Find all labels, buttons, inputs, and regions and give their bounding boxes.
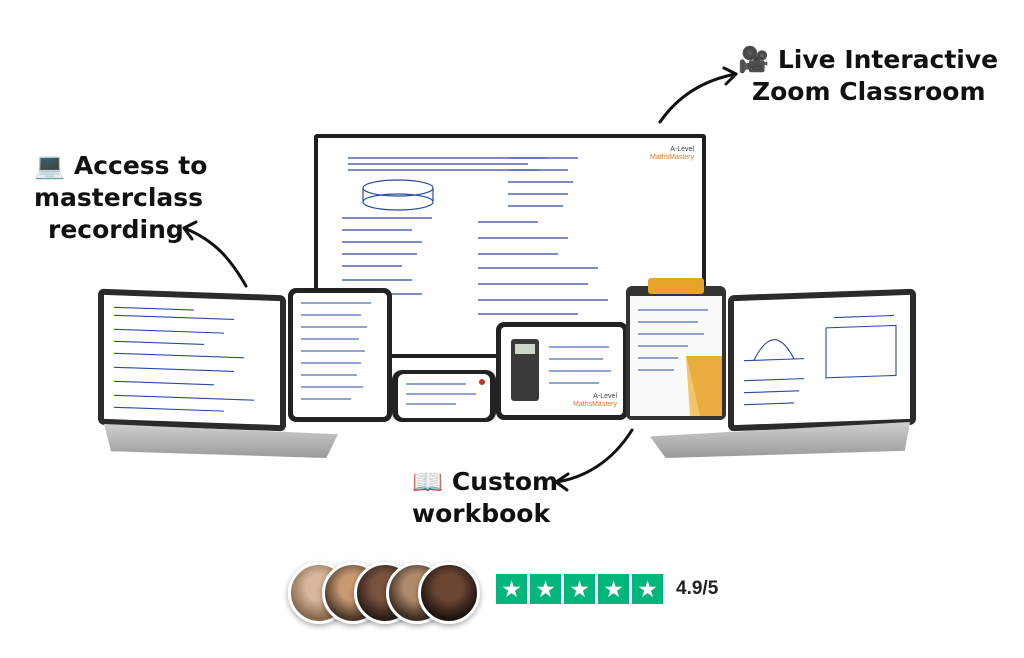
phone-scribbles — [406, 379, 485, 405]
rating-score: 4.9/5 — [676, 578, 719, 599]
workbook-page — [630, 296, 722, 416]
phone — [392, 370, 496, 422]
callout-zoom-line2: Zoom Classroom — [752, 77, 986, 106]
tablet-calculator-scribbles — [549, 346, 611, 384]
callout-custom-workbook: 📖 Custom workbook — [412, 466, 558, 530]
student-avatar-5 — [418, 562, 480, 624]
right-laptop-screen — [734, 294, 910, 426]
tablet-left-scribbles — [301, 302, 371, 400]
callout-recording-line3: recording — [48, 215, 184, 244]
arrow-to-recording — [182, 226, 248, 288]
star-icon: ★ — [598, 574, 629, 604]
whiteboard-scribbles — [342, 157, 608, 315]
calculator-icon — [511, 339, 539, 401]
callout-workbook-line1: Custom — [451, 467, 559, 496]
star-icon: ★ — [632, 574, 663, 604]
phone-screen — [398, 374, 490, 418]
whiteboard-brand: A-Level MathsMastery — [650, 146, 694, 161]
left-laptop-screen — [104, 294, 280, 426]
tablet-calculator: A-Level MathsMastery — [496, 322, 628, 420]
callout-zoom-line1: Live Interactive — [777, 45, 999, 74]
callout-workbook-line2: workbook — [412, 499, 551, 528]
right-laptop-scribbles — [744, 314, 897, 406]
callout-zoom-classroom: 🎥 Live Interactive Zoom Classroom — [738, 44, 998, 108]
clipboard-clip — [648, 278, 704, 294]
callout-recording-line2: masterclass — [34, 183, 204, 212]
star-icon: ★ — [496, 574, 527, 604]
callout-masterclass-recording: 💻 Access to masterclass recording — [34, 150, 207, 246]
callout-recording-line1: Access to — [73, 151, 208, 180]
left-laptop-scribbles — [114, 306, 254, 412]
laptop-icon: 💻 — [34, 151, 66, 180]
tablet-calculator-screen: A-Level MathsMastery — [501, 327, 623, 415]
star-icon: ★ — [530, 574, 561, 604]
open-book-icon: 📖 — [412, 467, 444, 496]
tablet-brand: A-Level MathsMastery — [573, 393, 617, 408]
workbook-scribbles — [638, 309, 722, 416]
left-laptop — [98, 288, 286, 432]
workbook-clipboard — [626, 278, 726, 420]
tablet-left-screen — [293, 293, 387, 417]
tablet-left — [288, 288, 392, 422]
right-laptop — [728, 288, 916, 432]
arrow-to-zoom — [658, 72, 738, 124]
video-camera-icon: 🎥 — [738, 45, 770, 74]
star-icon: ★ — [564, 574, 595, 604]
arrow-to-workbook — [554, 428, 634, 484]
rating-stars: ★ ★ ★ ★ ★ — [496, 574, 663, 604]
